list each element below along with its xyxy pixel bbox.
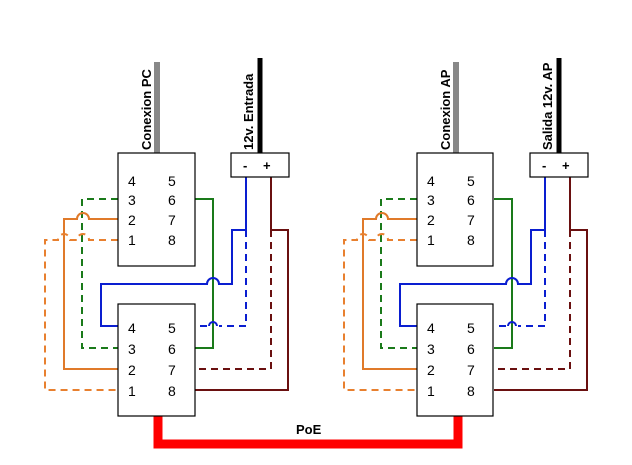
ap-connector-block bbox=[416, 152, 494, 267]
power-in-label: 12v. Entrada bbox=[241, 73, 256, 150]
poe-in-connector-block bbox=[416, 303, 494, 417]
power-out-label: Salida 12v. AP bbox=[540, 62, 555, 150]
pin-label: 6 bbox=[168, 192, 176, 208]
wire-blue-dashed-pin5 bbox=[195, 230, 247, 327]
pin-label: 1 bbox=[128, 232, 136, 248]
wire-brown-pin8 bbox=[195, 177, 289, 391]
wire-orange-pin2 bbox=[362, 212, 417, 370]
pin-label: 3 bbox=[427, 192, 435, 208]
pin-label: 1 bbox=[427, 383, 435, 399]
pin-label: 3 bbox=[128, 341, 136, 357]
poe-out-connector-block bbox=[117, 303, 196, 417]
pin-label: 2 bbox=[427, 362, 435, 378]
poe-cable bbox=[153, 416, 463, 449]
pin-label: 8 bbox=[168, 383, 176, 399]
pin-label: 6 bbox=[467, 341, 475, 357]
wire-green-pin6 bbox=[195, 198, 214, 349]
wire-blue-dashed-hop bbox=[507, 321, 517, 327]
power-out-terminal bbox=[529, 152, 589, 178]
pin-label: 3 bbox=[128, 192, 136, 208]
wire-green-dashed-pin3 bbox=[81, 198, 118, 349]
wire-blue-dashed-hop bbox=[208, 321, 218, 327]
wire-blue-pin4 bbox=[399, 177, 546, 327]
right-assembly: Conexion AP Salida 12v. AP - + 4 5 3 6 2… bbox=[343, 58, 589, 417]
pin-label: 8 bbox=[467, 232, 475, 248]
wire-blue-dashed-pin5 bbox=[494, 230, 546, 327]
pin-label: 5 bbox=[168, 173, 176, 189]
wire-orange-dashed-pin1 bbox=[44, 233, 118, 391]
pin-label: 6 bbox=[168, 341, 176, 357]
pin-label: 7 bbox=[168, 212, 176, 228]
pin-label: 1 bbox=[128, 383, 136, 399]
pin-label: 3 bbox=[427, 341, 435, 357]
wire-blue-pin4 bbox=[100, 177, 247, 327]
terminal-plus: + bbox=[263, 158, 271, 173]
pin-label: 4 bbox=[128, 173, 136, 189]
wire-orange-dashed-pin1 bbox=[343, 233, 417, 391]
wire-orange-pin2 bbox=[63, 212, 118, 370]
wire-brown-dashed-pin7 bbox=[494, 230, 571, 370]
pin-label: 5 bbox=[467, 320, 475, 336]
ap-connection-label: Conexion AP bbox=[438, 69, 453, 150]
pin-label: 7 bbox=[467, 362, 475, 378]
poe-label: PoE bbox=[296, 422, 322, 437]
pin-label: 2 bbox=[427, 212, 435, 228]
wire-green-dashed-pin3 bbox=[380, 198, 417, 349]
terminal-minus: - bbox=[243, 158, 247, 173]
power-in-terminal bbox=[230, 152, 290, 178]
terminal-plus: + bbox=[562, 158, 570, 173]
pin-label: 2 bbox=[128, 362, 136, 378]
wire-brown-dashed-pin7 bbox=[195, 230, 272, 370]
pc-connection-label: Conexion PC bbox=[139, 68, 154, 150]
pin-label: 6 bbox=[467, 192, 475, 208]
wire-brown-pin8 bbox=[494, 177, 588, 391]
pc-connector-block bbox=[117, 152, 196, 267]
left-assembly: Conexion PC 12v. Entrada - + 4 5 3 6 2 7 bbox=[44, 58, 290, 417]
pin-label: 5 bbox=[467, 173, 475, 189]
pin-label: 8 bbox=[168, 232, 176, 248]
terminal-minus: - bbox=[542, 158, 546, 173]
pin-label: 5 bbox=[168, 320, 176, 336]
wire-green-pin6 bbox=[494, 198, 513, 349]
pin-label: 1 bbox=[427, 232, 435, 248]
pin-label: 8 bbox=[467, 383, 475, 399]
pin-label: 7 bbox=[168, 362, 176, 378]
pin-label: 4 bbox=[427, 320, 435, 336]
pin-label: 7 bbox=[467, 212, 475, 228]
pin-label: 2 bbox=[128, 212, 136, 228]
pin-label: 4 bbox=[128, 320, 136, 336]
pin-label: 4 bbox=[427, 173, 435, 189]
